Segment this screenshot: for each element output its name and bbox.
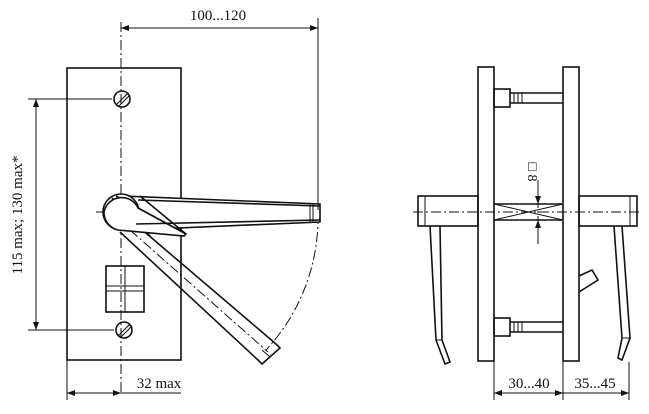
bottom-bolt — [493, 317, 563, 337]
dim-plate-offset-label: 32 max — [137, 376, 182, 392]
top-screw-icon — [113, 90, 131, 108]
left-plate — [477, 66, 495, 362]
handle-lever — [102, 193, 321, 237]
side-view: □ 8 30...40 35...45 — [413, 66, 641, 400]
dim-door-thickness: 30...40 — [493, 361, 564, 400]
bottom-screw-icon — [115, 321, 133, 339]
dim-door-thickness-label: 30...40 — [508, 376, 549, 392]
dim-overall-width: 100...120 — [121, 8, 319, 210]
dim-height-label: 115 max; 130 max* — [10, 155, 26, 274]
dim-handle-offset-label: 35...45 — [574, 376, 615, 392]
dim-handle-offset: 35...45 — [563, 362, 630, 400]
dim-overall-width-label: 100...120 — [190, 8, 246, 24]
right-handle — [578, 195, 638, 362]
dim-square-spindle-label: □ 8 — [524, 163, 539, 182]
keyhole-icon — [105, 265, 145, 313]
swing-arc — [265, 213, 319, 351]
right-plate — [562, 66, 580, 362]
dim-height: 115 max; 130 max* — [10, 98, 114, 331]
front-view: 100...120 115 max; 130 max* 32 max — [10, 8, 321, 400]
left-handle — [417, 195, 479, 366]
dim-square-spindle: □ 8 — [524, 163, 541, 238]
dim-plate-offset: 32 max — [66, 360, 182, 400]
top-bolt — [493, 88, 563, 108]
rotated-handle — [119, 227, 282, 366]
